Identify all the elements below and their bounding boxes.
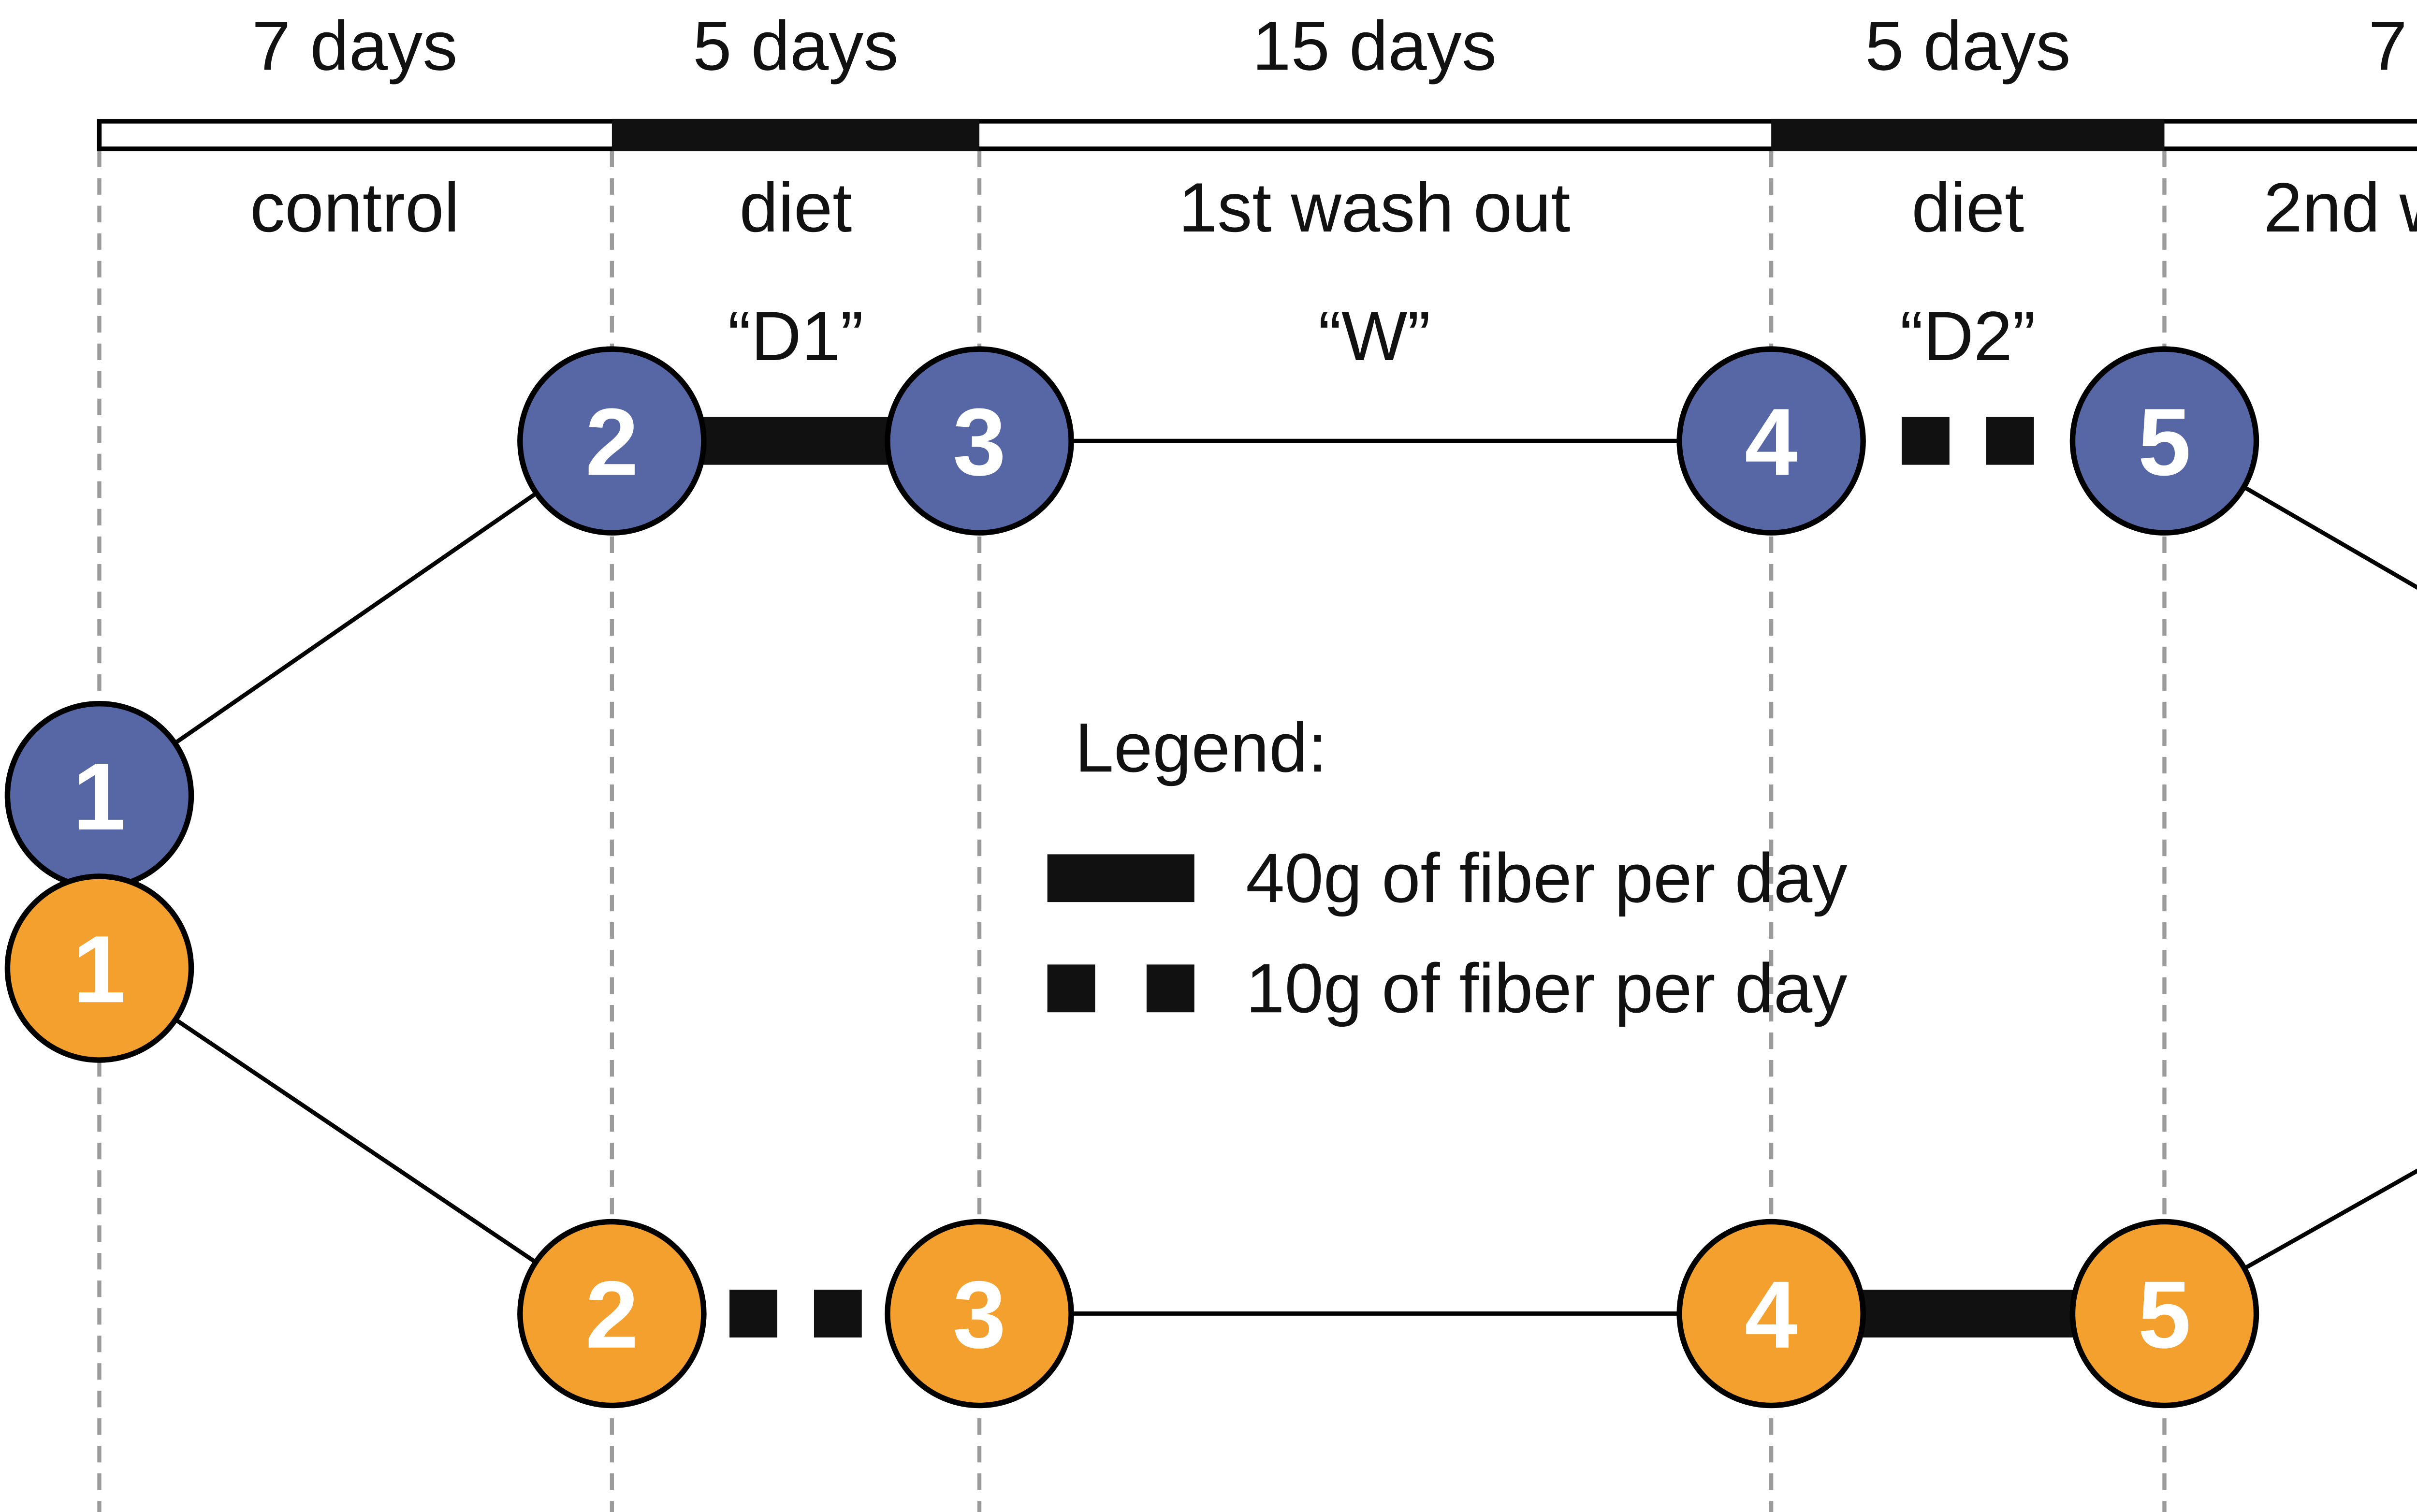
orange-node-3 bbox=[885, 1219, 1074, 1409]
phase-label: 1st wash out bbox=[1179, 168, 1571, 247]
blue-node-label: 2 bbox=[585, 388, 639, 495]
blue-node-label: 3 bbox=[953, 388, 1006, 495]
duration-labels: 7 days 5 days 15 days 5 days 7 days bbox=[252, 6, 2417, 85]
period-code-labels: “D1” “W” “D2” bbox=[728, 297, 2036, 375]
diet1-bar-segment bbox=[612, 118, 980, 151]
phase-label: diet bbox=[1911, 168, 2024, 247]
orange-node-4 bbox=[1676, 1219, 1866, 1409]
phase-label: control bbox=[250, 168, 459, 247]
code-label-w: “W” bbox=[1318, 297, 1430, 375]
legend-title: Legend: bbox=[1075, 708, 1327, 786]
blue-node-3 bbox=[885, 346, 1074, 536]
dashed-bar-swatch-b bbox=[1146, 964, 1194, 1013]
legend: Legend: 40g of fiber per day 10g of fibe… bbox=[1047, 708, 1847, 1027]
blue-node-2 bbox=[517, 346, 707, 536]
timeline-bar bbox=[97, 118, 2417, 151]
blue-node-4 bbox=[1676, 346, 1866, 536]
blue-node-label: 5 bbox=[2138, 388, 2191, 495]
orange-node-5 bbox=[2069, 1219, 2259, 1409]
blue-10g-square-b bbox=[1986, 417, 2034, 465]
blue-link-1-2 bbox=[98, 439, 613, 798]
orange-node-2 bbox=[517, 1219, 707, 1409]
blue-10g-square-a bbox=[1901, 417, 1950, 465]
blue-node-label: 4 bbox=[1745, 388, 1798, 495]
blue-link-5-6 bbox=[2163, 439, 2417, 590]
code-label-d1: “D1” bbox=[728, 297, 864, 375]
orange-node-label: 1 bbox=[73, 916, 126, 1022]
orange-arm-nodes: 1 2 3 4 5 6 bbox=[4, 873, 2259, 1409]
orange-10g-square-b bbox=[814, 1290, 862, 1338]
code-label-d2: “D2” bbox=[1900, 297, 2036, 375]
orange-link-5-6 bbox=[2163, 1168, 2417, 1316]
dashed-bar-swatch-a bbox=[1047, 964, 1095, 1013]
phase-label: 2nd wash out bbox=[2264, 168, 2417, 247]
duration-label: 7 days bbox=[2368, 6, 2417, 85]
duration-label: 5 days bbox=[693, 6, 898, 85]
legend-item-label: 10g of fiber per day bbox=[1246, 949, 1847, 1027]
diet2-bar-segment bbox=[1771, 118, 2165, 151]
duration-label: 5 days bbox=[1865, 6, 2070, 85]
orange-node-label: 2 bbox=[585, 1261, 639, 1368]
orange-node-1 bbox=[4, 873, 194, 1063]
orange-10g-square-a bbox=[729, 1290, 777, 1338]
legend-item-label: 40g of fiber per day bbox=[1246, 839, 1847, 917]
orange-node-label: 5 bbox=[2138, 1261, 2191, 1368]
orange-link-1-2 bbox=[98, 966, 613, 1316]
duration-label: 7 days bbox=[252, 6, 457, 85]
blue-node-label: 1 bbox=[73, 743, 126, 850]
blue-arm-nodes: 1 2 3 4 5 6 bbox=[4, 346, 2259, 890]
orange-node-label: 4 bbox=[1745, 1261, 1798, 1368]
thick-bar-swatch bbox=[1047, 854, 1194, 902]
blue-node-5 bbox=[2069, 346, 2259, 536]
phase-labels: control diet 1st wash out diet 2nd wash … bbox=[250, 168, 2417, 247]
orange-node-label: 3 bbox=[953, 1261, 1006, 1368]
duration-label: 15 days bbox=[1252, 6, 1497, 85]
phase-label: diet bbox=[740, 168, 852, 247]
